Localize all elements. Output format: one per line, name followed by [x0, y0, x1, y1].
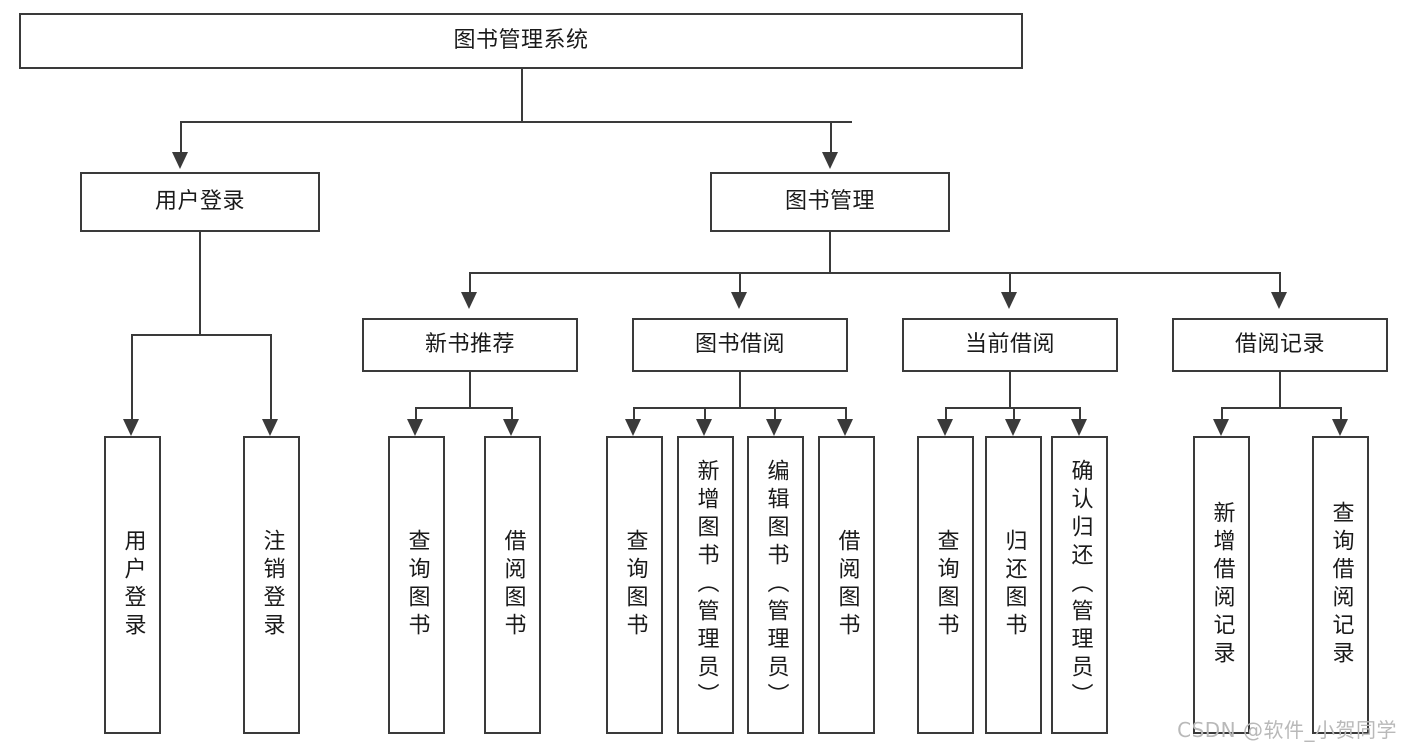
connector-new-book-stem: [469, 372, 471, 408]
connector-book-borrow-bus: [633, 407, 845, 409]
csdn-watermark: CSDN @软件_小贺同学: [1177, 718, 1397, 742]
arrowhead-leaf-user-logout: [262, 419, 278, 436]
connector-new-book-drop-1: [415, 407, 417, 419]
connector-current-borrow-stem: [1009, 372, 1011, 408]
arrowhead-leaf-borrow-book-1: [503, 419, 519, 436]
connector-bm-drop-new-book: [469, 272, 471, 292]
connector-user-login-stem: [199, 232, 201, 335]
node-label: 注销登录: [259, 529, 285, 641]
node-label: 借阅图书: [834, 529, 860, 641]
node-leaf-query-record[interactable]: 查询借阅记录: [1312, 436, 1369, 734]
arrowhead-book-borrow: [731, 292, 747, 309]
arrowhead-leaf-query-book-1: [407, 419, 423, 436]
connector-bm-drop-borrow: [739, 272, 741, 292]
node-label: 新增借阅记录: [1209, 501, 1235, 669]
connector-root-bus: [180, 121, 852, 123]
arrowhead-leaf-user-login: [123, 419, 139, 436]
node-leaf-return-book[interactable]: 归还图书: [985, 436, 1042, 734]
node-label: 查询图书: [404, 529, 430, 641]
connector-new-book-bus: [415, 407, 511, 409]
node-label: 图书管理: [784, 188, 875, 214]
node-leaf-query-book-3[interactable]: 查询图书: [917, 436, 974, 734]
arrowhead-leaf-return-book: [1005, 419, 1021, 436]
node-book-borrow[interactable]: 图书借阅: [632, 318, 848, 372]
connector-root-to-user-login: [180, 121, 182, 152]
connector-book-borrow-stem: [739, 372, 741, 408]
node-label: 归还图书: [1001, 529, 1027, 641]
node-leaf-add-record[interactable]: 新增借阅记录: [1193, 436, 1250, 734]
connector-root-stem: [521, 69, 523, 122]
node-leaf-borrow-book-2[interactable]: 借阅图书: [818, 436, 875, 734]
connector-user-login-drop-2: [270, 334, 272, 419]
node-new-book-recommend[interactable]: 新书推荐: [362, 318, 578, 372]
node-label: 借阅记录: [1234, 331, 1325, 357]
arrowhead-new-book-recommend: [461, 292, 477, 309]
node-label: 查询借阅记录: [1328, 501, 1354, 669]
node-user-login[interactable]: 用户登录: [80, 172, 320, 232]
connector-current-borrow-bus: [945, 407, 1079, 409]
connector-bb-drop-3: [774, 407, 776, 419]
connector-br-drop-1: [1221, 407, 1223, 419]
arrowhead-leaf-borrow-book-2: [837, 419, 853, 436]
node-label: 当前借阅: [964, 331, 1055, 357]
connector-bb-drop-1: [633, 407, 635, 419]
connector-bm-drop-record: [1279, 272, 1281, 292]
node-label: 用户登录: [154, 188, 245, 214]
connector-bb-drop-4: [845, 407, 847, 419]
connector-br-drop-2: [1340, 407, 1342, 419]
connector-borrow-record-bus: [1221, 407, 1340, 409]
arrowhead-leaf-confirm-return: [1071, 419, 1087, 436]
node-label: 编辑图书（管理员）: [763, 459, 789, 711]
node-label: 图书管理系统: [453, 27, 589, 53]
connector-new-book-drop-2: [511, 407, 513, 419]
arrowhead-current-borrow: [1001, 292, 1017, 309]
arrowhead-book-management: [822, 152, 838, 169]
arrowhead-leaf-edit-book: [766, 419, 782, 436]
node-borrow-record[interactable]: 借阅记录: [1172, 318, 1388, 372]
node-leaf-query-book-1[interactable]: 查询图书: [388, 436, 445, 734]
node-leaf-confirm-return[interactable]: 确认归还（管理员）: [1051, 436, 1108, 734]
connector-cb-drop-3: [1079, 407, 1081, 419]
node-leaf-edit-book[interactable]: 编辑图书（管理员）: [747, 436, 804, 734]
arrowhead-borrow-record: [1271, 292, 1287, 309]
arrowhead-user-login: [172, 152, 188, 169]
node-label: 查询图书: [933, 529, 959, 641]
connector-borrow-record-stem: [1279, 372, 1281, 408]
arrowhead-leaf-query-book-2: [625, 419, 641, 436]
node-label: 图书借阅: [694, 331, 785, 357]
node-current-borrow[interactable]: 当前借阅: [902, 318, 1118, 372]
node-leaf-add-book[interactable]: 新增图书（管理员）: [677, 436, 734, 734]
connector-bb-drop-2: [704, 407, 706, 419]
connector-book-management-stem: [829, 232, 831, 273]
node-label: 确认归还（管理员）: [1067, 459, 1093, 711]
arrowhead-leaf-add-record: [1213, 419, 1229, 436]
node-book-management[interactable]: 图书管理: [710, 172, 950, 232]
connector-root-to-book-management: [830, 121, 832, 152]
node-label: 新书推荐: [424, 331, 515, 357]
node-label: 用户登录: [120, 529, 146, 641]
connector-cb-drop-2: [1013, 407, 1015, 419]
node-leaf-query-book-2[interactable]: 查询图书: [606, 436, 663, 734]
connector-cb-drop-1: [945, 407, 947, 419]
connector-user-login-drop-1: [131, 334, 133, 419]
node-leaf-user-login[interactable]: 用户登录: [104, 436, 161, 734]
connector-user-login-bus: [131, 334, 270, 336]
node-label: 新增图书（管理员）: [693, 459, 719, 711]
node-label: 借阅图书: [500, 529, 526, 641]
arrowhead-leaf-query-record: [1332, 419, 1348, 436]
node-leaf-user-logout[interactable]: 注销登录: [243, 436, 300, 734]
node-leaf-borrow-book-1[interactable]: 借阅图书: [484, 436, 541, 734]
connector-bm-drop-current: [1009, 272, 1011, 292]
node-label: 查询图书: [622, 529, 648, 641]
node-root-system[interactable]: 图书管理系统: [19, 13, 1023, 69]
arrowhead-leaf-add-book: [696, 419, 712, 436]
connector-book-management-bus: [469, 272, 1280, 274]
arrowhead-leaf-query-book-3: [937, 419, 953, 436]
